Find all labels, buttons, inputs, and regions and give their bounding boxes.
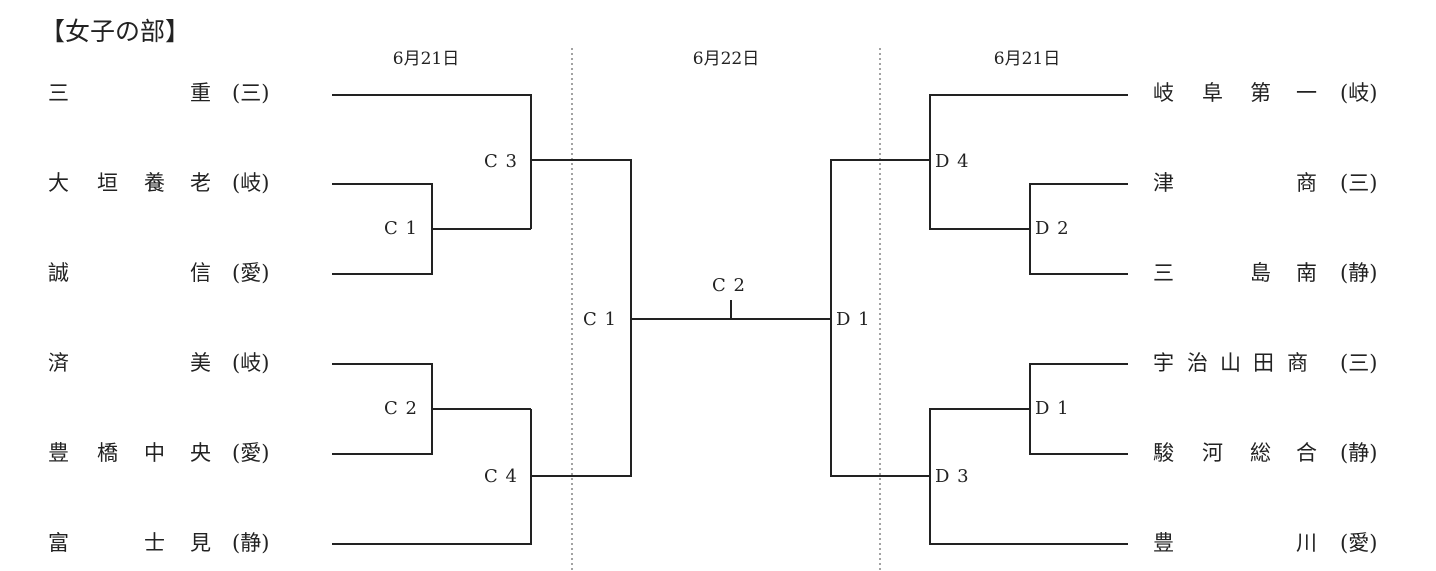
label-right-r1-top: D 4 xyxy=(935,151,970,172)
right-team-3: 三島南(静) xyxy=(1153,261,1377,285)
left-team-6: 富士見(静) xyxy=(48,531,269,555)
label-left-semi: C 1 xyxy=(583,309,617,330)
label-right-r1-b: D 1 xyxy=(1035,398,1070,419)
left-team-2: 大垣養老(岐) xyxy=(48,171,269,195)
right-semi-connector xyxy=(830,159,930,477)
left-team-list: 三重(三) 大垣養老(岐) 誠信(愛) 済美(岐) 豊橋中央(愛) 富士見(静) xyxy=(48,81,269,555)
date-right: 6月21日 xyxy=(994,49,1060,69)
date-center: 6月22日 xyxy=(693,49,759,69)
bracket-title: 【女子の部】 xyxy=(40,17,190,46)
left-match-c3-top xyxy=(332,94,532,229)
left-team-3: 誠信(愛) xyxy=(48,261,269,285)
label-left-r1-a: C 1 xyxy=(384,218,418,239)
final-lines xyxy=(631,300,831,320)
right-match-d4-top xyxy=(929,94,1128,230)
left-team-1: 三重(三) xyxy=(48,81,269,105)
right-team-5: 駿河総合(静) xyxy=(1153,441,1377,465)
right-team-1: 岐阜第一(岐) xyxy=(1153,81,1377,105)
right-team-4: 宇治山田商(三) xyxy=(1153,351,1377,375)
label-right-r1-bottom: D 3 xyxy=(935,466,970,487)
left-team-5: 豊橋中央(愛) xyxy=(48,441,269,465)
label-right-r1-a: D 2 xyxy=(1035,218,1070,239)
right-team-6: 豊川(愛) xyxy=(1153,531,1377,555)
match-labels: C 3 C 1 C 2 C 4 C 1 C 2 D 1 D 4 D 2 D 1 … xyxy=(384,151,1070,487)
right-match-d2-connector xyxy=(1029,183,1128,275)
label-left-r1-b: C 2 xyxy=(384,398,418,419)
label-left-r1-bottom: C 4 xyxy=(484,466,518,487)
label-final: C 2 xyxy=(712,275,746,296)
left-match-c4-bottom xyxy=(332,409,532,545)
date-left: 6月21日 xyxy=(393,49,459,69)
label-left-r1-top: C 3 xyxy=(484,151,518,172)
right-bracket-lines xyxy=(830,94,1128,545)
left-team-4: 済美(岐) xyxy=(48,351,269,375)
right-team-2: 津商(三) xyxy=(1153,171,1377,195)
label-right-semi: D 1 xyxy=(836,309,871,330)
right-team-list: 岐阜第一(岐) 津商(三) 三島南(静) 宇治山田商(三) 駿河総合(静) 豊川… xyxy=(1153,81,1377,555)
